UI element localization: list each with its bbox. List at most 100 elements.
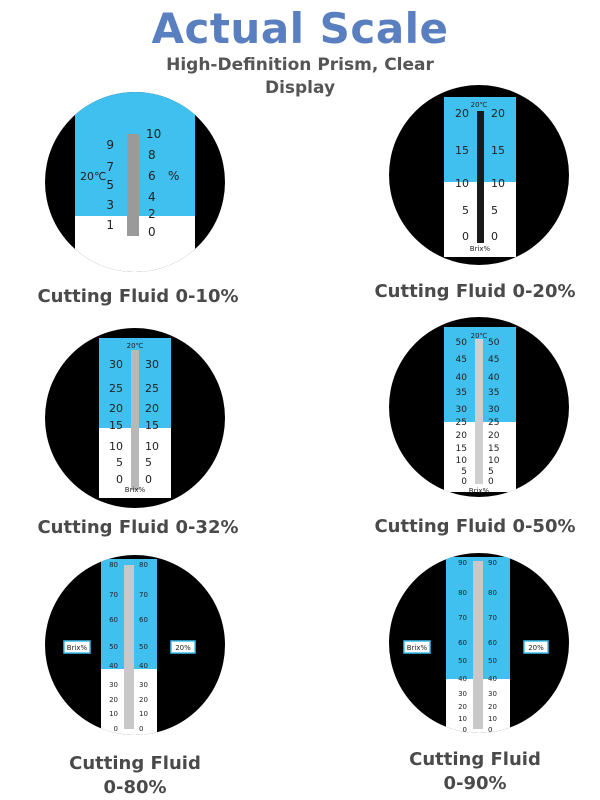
unit-label: Brix% [470, 245, 491, 253]
caption-0-10: Cutting Fluid 0-10% [37, 286, 239, 307]
scale-label-left: 5 [106, 178, 114, 192]
scale-ruler [131, 350, 139, 490]
caption-line: Cutting Fluid [69, 753, 201, 774]
scale-label-right: 0 [148, 225, 156, 239]
scale-label-right: 30 [139, 681, 148, 689]
scale-label-right: 50 [139, 643, 148, 651]
scale-label-left: 15 [455, 144, 469, 157]
scale-label-right: 0 [145, 473, 152, 486]
refractometer-view-0-10: 9 7 5 3 1 10 8 6 4 2 0 20℃ % [40, 92, 230, 282]
scale-label-left: 70 [109, 591, 118, 599]
scale-label-right: 20 [488, 703, 497, 711]
scale-label-right: 30 [488, 690, 497, 698]
scale-label-right: 15 [488, 444, 499, 454]
scale-label-left: 25 [109, 382, 123, 395]
scale-label-left: 40 [109, 662, 118, 670]
scale-label-right: 40 [488, 373, 500, 383]
scale-label-left: 60 [109, 616, 118, 624]
caption-0-32: Cutting Fluid 0-32% [37, 517, 239, 538]
scale-label-left: 10 [458, 715, 467, 723]
refractometer-view-0-50: 50 45 40 35 30 25 20 15 10 5 0 50 45 40 … [387, 317, 577, 507]
scale-label-right: 20 [491, 107, 505, 120]
scale-label-right: 0 [139, 725, 143, 733]
scale-label-left: 0 [461, 477, 467, 487]
unit-tag-left: Brix% [67, 644, 88, 652]
scale-label-left: 0 [462, 230, 469, 243]
scale-label-left: 40 [456, 373, 468, 383]
scale-label-left: 1 [106, 218, 114, 232]
scale-label-left: 7 [106, 160, 114, 174]
scale-label-right: 10 [491, 177, 505, 190]
scale-label-left: 15 [456, 444, 467, 454]
unit-label: % [168, 169, 179, 183]
scale-label-right: 5 [491, 204, 498, 217]
scale-label-right: 0 [488, 726, 492, 734]
scale-label-right: 40 [488, 675, 497, 683]
scale-ruler [124, 565, 134, 729]
scale-label-left: 10 [455, 177, 469, 190]
scale-label-right: 25 [145, 382, 159, 395]
scale-label-right: 4 [148, 190, 156, 204]
scale-label-left: 20 [458, 703, 467, 711]
scale-label-right: 20 [139, 696, 148, 704]
caption-0-50: Cutting Fluid 0-50% [374, 516, 576, 537]
caption-0-80: Cutting Fluid 0-80% [5, 752, 265, 800]
scale-label-left: 0 [463, 726, 467, 734]
scale-label-right: 20 [488, 431, 500, 441]
scale-label-right: 10 [145, 440, 159, 453]
unit-tag-right: 20% [528, 644, 544, 652]
scale-label-right: 70 [488, 614, 497, 622]
scale-label-right: 40 [139, 662, 148, 670]
scale-label-right: 80 [139, 561, 148, 569]
unit-tag-left: Brix% [407, 644, 428, 652]
scale-label-right: 2 [148, 207, 156, 221]
scale-label-right: 50 [488, 657, 497, 665]
scale-label-left: 0 [116, 473, 123, 486]
unit-label: Brix% [469, 487, 490, 495]
scale-label-right: 60 [488, 639, 497, 647]
scale-label-right: 5 [145, 456, 152, 469]
scale-label-left: 9 [106, 138, 114, 152]
scale-label-left: 80 [109, 561, 118, 569]
scale-label-right: 60 [139, 616, 148, 624]
scale-label-left: 20 [109, 402, 123, 415]
scale-label-left: 45 [456, 355, 467, 365]
scale-label-right: 5 [488, 467, 494, 477]
scale-label-right: 80 [488, 589, 497, 597]
scale-label-right: 10 [488, 715, 497, 723]
scale-label-left: 30 [109, 681, 118, 689]
scale-label-left: 10 [456, 456, 468, 466]
temperature-label: 20℃ [471, 332, 488, 340]
scale-label-left: 30 [109, 358, 123, 371]
scale-label-right: 10 [488, 456, 500, 466]
scale-label-left: 0 [114, 725, 118, 733]
scale-label-right: 15 [145, 419, 159, 432]
page-title: Actual Scale [151, 4, 449, 53]
scale-label-left: 3 [106, 198, 114, 212]
refractometer-view-0-80: 80 70 60 50 40 30 20 10 0 80 70 60 50 40… [40, 555, 230, 745]
caption-line: Cutting Fluid [409, 749, 541, 770]
scale-label-left: 35 [456, 388, 467, 398]
scale-label-left: 50 [109, 643, 118, 651]
scale-label-left: 70 [458, 614, 467, 622]
scale-label-left: 50 [456, 338, 468, 348]
temperature-label: 20℃ [471, 101, 488, 109]
temperature-label: 20℃ [127, 342, 144, 350]
caption-line: 0-90% [443, 773, 507, 794]
caption-line: 0-80% [103, 777, 167, 798]
scale-label-right: 20 [145, 402, 159, 415]
scale-label-left: 60 [458, 639, 467, 647]
page-subtitle: High-Definition Prism, Clear Display [166, 55, 434, 98]
scale-label-left: 10 [109, 710, 118, 718]
scale-label-right: 25 [488, 418, 499, 428]
scale-label-right: 50 [488, 338, 500, 348]
caption-0-20: Cutting Fluid 0-20% [374, 281, 576, 302]
scale-label-left: 90 [458, 559, 467, 567]
scale-ruler [477, 111, 484, 243]
unit-label: Brix% [125, 486, 146, 494]
scale-label-right: 35 [488, 388, 499, 398]
scale-label-left: 40 [458, 675, 467, 683]
scale-ruler [475, 339, 483, 484]
unit-tag-right: 20% [175, 644, 191, 652]
scale-label-right: 15 [491, 144, 505, 157]
